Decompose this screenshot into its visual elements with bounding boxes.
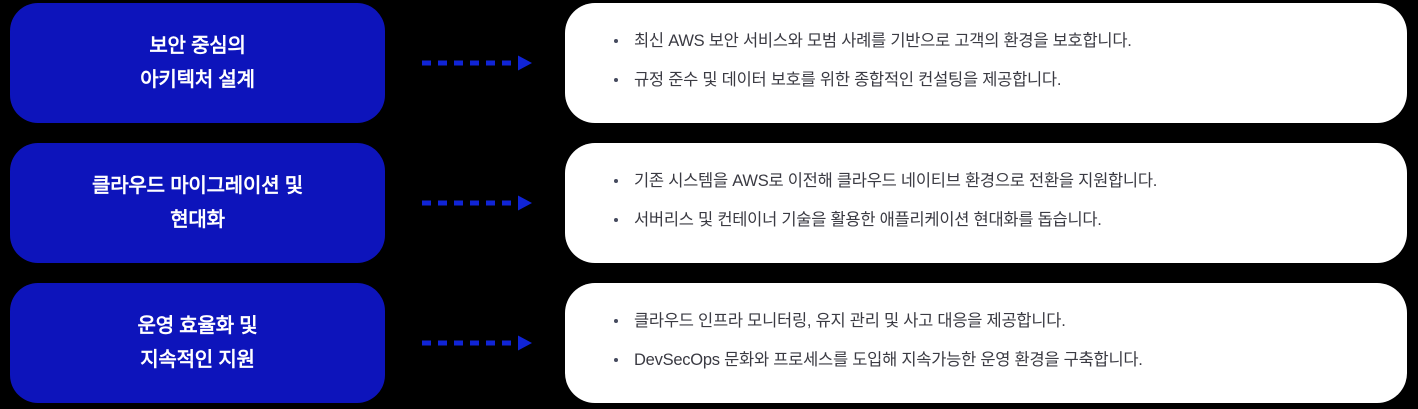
bullet-dot-icon (614, 217, 618, 222)
list-item: 서버리스 및 컨테이너 기술을 활용한 애플리케이션 현대화를 돕습니다. (612, 210, 1367, 229)
list-item: 기존 시스템을 AWS로 이전해 클라우드 네이티브 환경으로 전환을 지원합니… (612, 173, 1367, 190)
pillar-title-text: 클라우드 마이그레이션 및 현대화 (92, 174, 303, 231)
list-item-text: 서버리스 및 컨테이너 기술을 활용한 애플리케이션 현대화를 돕습니다. (634, 210, 1102, 229)
diagram-row: 클라우드 마이그레이션 및 현대화 기존 시스템을 AWS로 이전해 클라우드 … (0, 143, 1418, 263)
pillar-detail-card: 클라우드 인프라 모니터링, 유지 관리 및 사고 대응을 제공합니다. Dev… (565, 283, 1407, 403)
pillar-detail-card: 최신 AWS 보안 서비스와 모범 사례를 기반으로 고객의 환경을 보호합니다… (565, 3, 1407, 123)
dashed-arrow-right-icon (418, 193, 538, 213)
list-item-text: 규정 준수 및 데이터 보호를 위한 종합적인 컨설팅을 제공합니다. (634, 70, 1062, 89)
list-item: 최신 AWS 보안 서비스와 모범 사례를 기반으로 고객의 환경을 보호합니다… (612, 33, 1367, 50)
diagram-row: 보안 중심의 아키텍처 설계 최신 AWS 보안 서비스와 모범 사례를 기반으… (0, 3, 1418, 123)
diagram-row: 운영 효율화 및 지속적인 지원 클라우드 인프라 모니터링, 유지 관리 및 … (0, 283, 1418, 403)
pillar-title-text: 운영 효율화 및 지속적인 지원 (137, 314, 258, 371)
list-item: DevSecOps 문화와 프로세스를 도입해 지속가능한 운영 환경을 구축합… (612, 350, 1367, 369)
pillar-detail-card: 기존 시스템을 AWS로 이전해 클라우드 네이티브 환경으로 전환을 지원합니… (565, 143, 1407, 263)
pillar-title-card: 클라우드 마이그레이션 및 현대화 (10, 143, 385, 263)
pillar-bullet-list: 최신 AWS 보안 서비스와 모범 사례를 기반으로 고객의 환경을 보호합니다… (612, 33, 1367, 88)
list-item-text: 최신 AWS 보안 서비스와 모범 사례를 기반으로 고객의 환경을 보호합니다… (634, 32, 1132, 50)
list-item: 클라우드 인프라 모니터링, 유지 관리 및 사고 대응을 제공합니다. (612, 313, 1367, 330)
bullet-dot-icon (614, 319, 618, 323)
pillar-title-card: 운영 효율화 및 지속적인 지원 (10, 283, 385, 403)
pillar-bullet-list: 기존 시스템을 AWS로 이전해 클라우드 네이티브 환경으로 전환을 지원합니… (612, 173, 1367, 228)
pillar-bullet-list: 클라우드 인프라 모니터링, 유지 관리 및 사고 대응을 제공합니다. Dev… (612, 313, 1367, 368)
list-item-text: 기존 시스템을 AWS로 이전해 클라우드 네이티브 환경으로 전환을 지원합니… (634, 172, 1158, 190)
dashed-arrow-right-icon (418, 53, 538, 73)
bullet-dot-icon (614, 179, 618, 183)
bullet-dot-icon (614, 39, 618, 43)
list-item: 규정 준수 및 데이터 보호를 위한 종합적인 컨설팅을 제공합니다. (612, 70, 1367, 89)
pillar-title-text: 보안 중심의 아키텍처 설계 (140, 34, 255, 91)
dashed-arrow-right-icon (418, 333, 538, 353)
bullet-dot-icon (614, 357, 618, 362)
pillar-title-card: 보안 중심의 아키텍처 설계 (10, 3, 385, 123)
bullet-dot-icon (614, 77, 618, 82)
list-item-text: DevSecOps 문화와 프로세스를 도입해 지속가능한 운영 환경을 구축합… (634, 350, 1143, 369)
list-item-text: 클라우드 인프라 모니터링, 유지 관리 및 사고 대응을 제공합니다. (634, 312, 1066, 330)
